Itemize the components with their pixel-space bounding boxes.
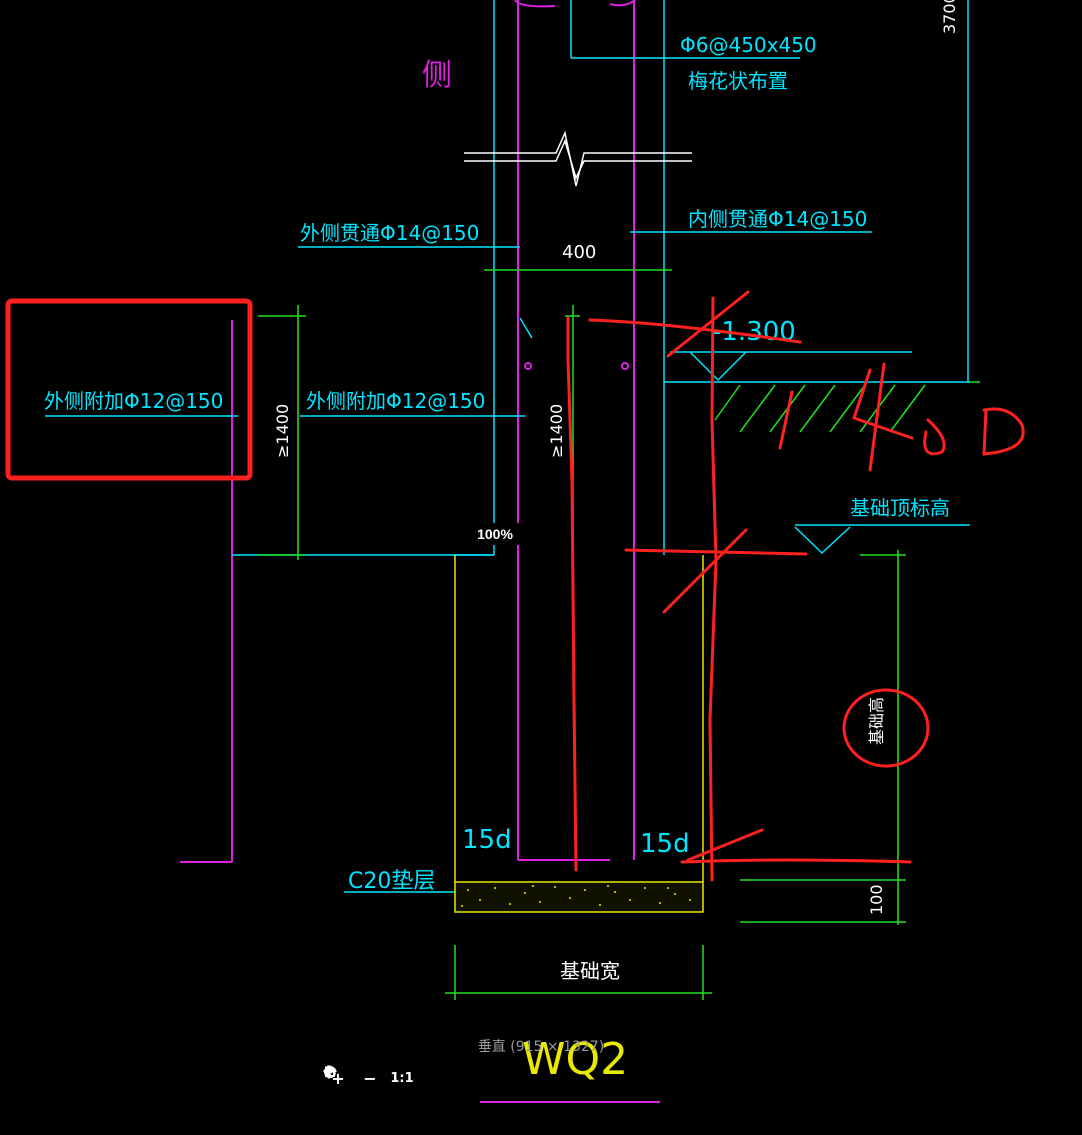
label-outer-added-bar: 外侧附加Φ12@150 <box>306 389 485 413</box>
rebar-lines <box>45 0 970 893</box>
viewer-toolbar: + − 1:1 <box>322 1064 674 1092</box>
soil-hatch <box>714 384 926 433</box>
label-inner-through-bar: 内侧贯通Φ14@150 <box>688 207 867 231</box>
label-hook-left: 15d <box>462 825 512 855</box>
hook-bars <box>517 820 635 860</box>
elevation-markers <box>689 351 851 555</box>
label-foundation-width: 基础宽 <box>560 959 620 983</box>
break-line <box>464 130 692 187</box>
refresh-icon[interactable] <box>324 1064 450 1092</box>
label-lap-length-mid: ≥1400 <box>547 404 566 458</box>
label-lap-length-left: ≥1400 <box>273 404 292 458</box>
zoom-out-button[interactable]: − <box>363 1068 377 1088</box>
dimension-lines <box>258 269 980 1000</box>
label-foundation-top-elev: 基础顶标高 <box>850 496 950 520</box>
label-cushion-thickness: 100 <box>867 884 886 915</box>
cushion-dots <box>461 885 691 907</box>
red-markup <box>566 290 1025 882</box>
label-wall-thickness: 400 <box>562 242 596 263</box>
label-outer-through-bar: 外侧贯通Φ14@150 <box>300 221 479 245</box>
label-title-char: 侧 <box>422 58 452 93</box>
label-foundation-depth: 基础高 <box>867 697 886 745</box>
play-icon[interactable] <box>325 1064 514 1092</box>
label-cushion-layer: C20垫层 <box>348 869 435 894</box>
flip-vertical-icon[interactable] <box>325 1064 674 1092</box>
rotate-left-icon[interactable] <box>324 1064 578 1092</box>
actual-size-button[interactable]: 1:1 <box>390 1070 414 1086</box>
rotate-right-icon[interactable] <box>325 1064 610 1092</box>
label-outer-added-bar-boxed: 外侧附加Φ12@150 <box>44 389 223 413</box>
label-tie-bar-spec: Φ6@450x450 <box>680 33 817 57</box>
wall-outline <box>180 0 660 1103</box>
next-icon[interactable] <box>326 1064 546 1092</box>
label-wall-id: WQ2 <box>522 1034 628 1085</box>
prev-icon[interactable] <box>324 1064 482 1092</box>
flip-horizontal-icon[interactable] <box>323 1064 642 1092</box>
label-tie-bar-layout: 梅花状布置 <box>688 69 788 93</box>
image-caption: 垂直 (915 × 1327) <box>477 1039 605 1055</box>
highlight-box <box>5 298 253 481</box>
foundation-outline <box>454 555 704 913</box>
label-hook-right: 15d <box>640 829 690 859</box>
zoom-level-badge: 100% <box>470 523 520 545</box>
label-top-right-dim: 3700 <box>940 0 959 34</box>
drawing-labels: 侧 3700 Φ6@450x450 梅花状布置 外侧贯通Φ14@150 内侧贯通… <box>44 0 959 1085</box>
